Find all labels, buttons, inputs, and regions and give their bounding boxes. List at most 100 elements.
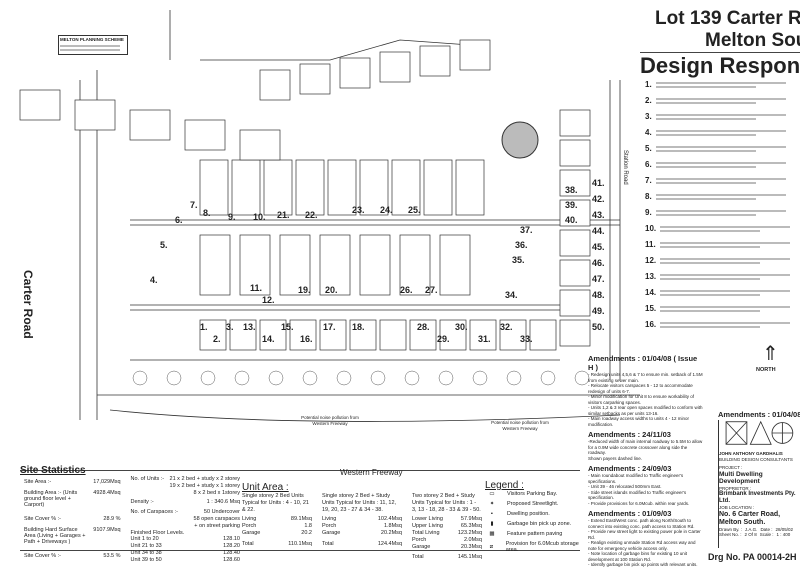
design-response-item: 15. [645, 304, 800, 314]
unit-label: 40. [565, 215, 578, 225]
building-outline [319, 319, 347, 351]
item-number: 16. [645, 320, 657, 329]
stamp-title: MELTON PLANNING SCHEME [60, 37, 124, 42]
building-outline [379, 319, 407, 351]
unit-type-heading: Two storey 2 Bed + Study Units Typical f… [412, 493, 481, 513]
area-value: 20.2Msq [380, 529, 402, 536]
legend-label: Dwelling position. [507, 511, 550, 517]
stat-value: 17,029Msq [93, 479, 121, 485]
building-outline [279, 234, 311, 296]
item-number: 7. [645, 176, 652, 185]
tree-icon [506, 370, 522, 386]
units-value: 8 x 2 bed x 1storey [193, 489, 240, 496]
building-outline [529, 319, 557, 351]
unit-label: 12. [262, 295, 275, 305]
building-outline [459, 39, 491, 71]
proprietor: Brimbank Investments Pty. Ltd. [719, 491, 796, 504]
unit-label: 31. [478, 334, 491, 344]
unit-label: 20. [325, 285, 338, 295]
amendment-block: Amendments : 24/09/03- Main roundabout m… [588, 464, 703, 506]
ffl-level: 128.10 [223, 536, 240, 543]
site-stats-title: Site Statistics [20, 465, 86, 476]
design-response-title: Design Response [640, 53, 800, 78]
area-value: 89.1Msq [290, 516, 312, 523]
building-outline [74, 99, 116, 131]
building-outline [559, 109, 591, 137]
item-number: 10. [645, 224, 657, 233]
units-value: 21 x 2 bed + study x 2 storey [169, 476, 240, 482]
area-label: Garage [242, 529, 261, 536]
building-outline [129, 109, 171, 141]
building-outline [559, 139, 591, 167]
item-number: 9. [645, 208, 652, 217]
unit-area: Unit Area : Single storey 2 Bed Units Ty… [242, 482, 482, 561]
legend-item: ▩Feature pattern paving [485, 531, 585, 537]
unit-label: 19. [298, 285, 311, 295]
design-response-item: 3. [645, 112, 800, 122]
unit-label: 49. [592, 306, 605, 316]
stat-label: Building Area :- (Units ground floor lev… [24, 490, 78, 509]
firm-sub: BUILDING DESIGN CONSULTANTS [719, 456, 793, 462]
design-response-item: 13. [645, 272, 800, 282]
building-outline [559, 289, 591, 317]
location-1: No. 6 Carter Road, [719, 510, 781, 518]
unit-label: 26. [400, 285, 413, 295]
units-label: No. of Units :- [130, 476, 165, 482]
item-number: 6. [645, 160, 652, 169]
stat-value: 53.5 % [103, 553, 121, 560]
total-label: Total [412, 554, 424, 561]
area-value: 65.3Msq [460, 523, 482, 530]
title-line-1: Lot 139 Carter Road [655, 8, 800, 29]
amendment-block: Amendments : 24/11/03-Reduced width of m… [588, 430, 703, 461]
amendment-item: - Relocate visitors carspaces 5 - 12 to … [588, 383, 693, 394]
building-outline [455, 159, 485, 216]
unit-label: 44. [592, 226, 605, 236]
stat-value: 9107.9Msq [93, 527, 121, 534]
amendments-column: Amendments : 01/04/08 ( Issue H )- Redes… [588, 354, 703, 571]
unit-label: 38. [565, 185, 578, 195]
building-outline [19, 89, 61, 121]
unit-label: 45. [592, 242, 605, 252]
item-number: 3. [645, 112, 652, 121]
tree-icon [438, 370, 454, 386]
feature-paving-icon: ▩ [489, 531, 495, 537]
tree-icon [540, 370, 556, 386]
building-outline [419, 45, 451, 77]
building-outline [499, 319, 527, 351]
area-total: Total 145.1Msq [412, 554, 482, 561]
garbage-bin-icon: ▮ [490, 521, 494, 527]
project: Multi Dwelling Development [719, 470, 763, 486]
unit-label: 17. [323, 322, 336, 332]
stat-label: Building Hard Surface Area (Living + Gar… [24, 527, 86, 546]
total-value: 145.1Msq [457, 554, 482, 561]
north-arrow-icon: ⇑ [762, 343, 779, 365]
unit-label: 16. [300, 334, 313, 344]
amendment-block: Amendments : 01/09/03- Extend East/West … [588, 509, 703, 568]
item-number: 14. [645, 288, 657, 297]
unit-label: 42. [592, 194, 605, 204]
amendment-issue-h: Amendments : 01/04/08 ( Issue H [718, 410, 800, 419]
amendment-item: - Extend East/West conc. path along Nort… [588, 518, 695, 529]
unit-label: 48. [592, 290, 605, 300]
building-outline [299, 63, 331, 95]
area-label: Garage [412, 543, 431, 550]
unit-label: 34. [505, 290, 518, 300]
drawing-number: Drg No. PA 00014-2H [708, 552, 797, 562]
unit-label: 25. [408, 205, 421, 215]
unit-label: 35. [512, 255, 525, 265]
area-label: Upper Living [412, 523, 443, 530]
unit-label: 28. [417, 322, 430, 332]
unit-label: 39. [565, 200, 578, 210]
title-line-2: Melton South [705, 30, 800, 51]
unit-label: 15. [281, 322, 294, 332]
stat-label: Site Cover % :- [24, 553, 61, 560]
